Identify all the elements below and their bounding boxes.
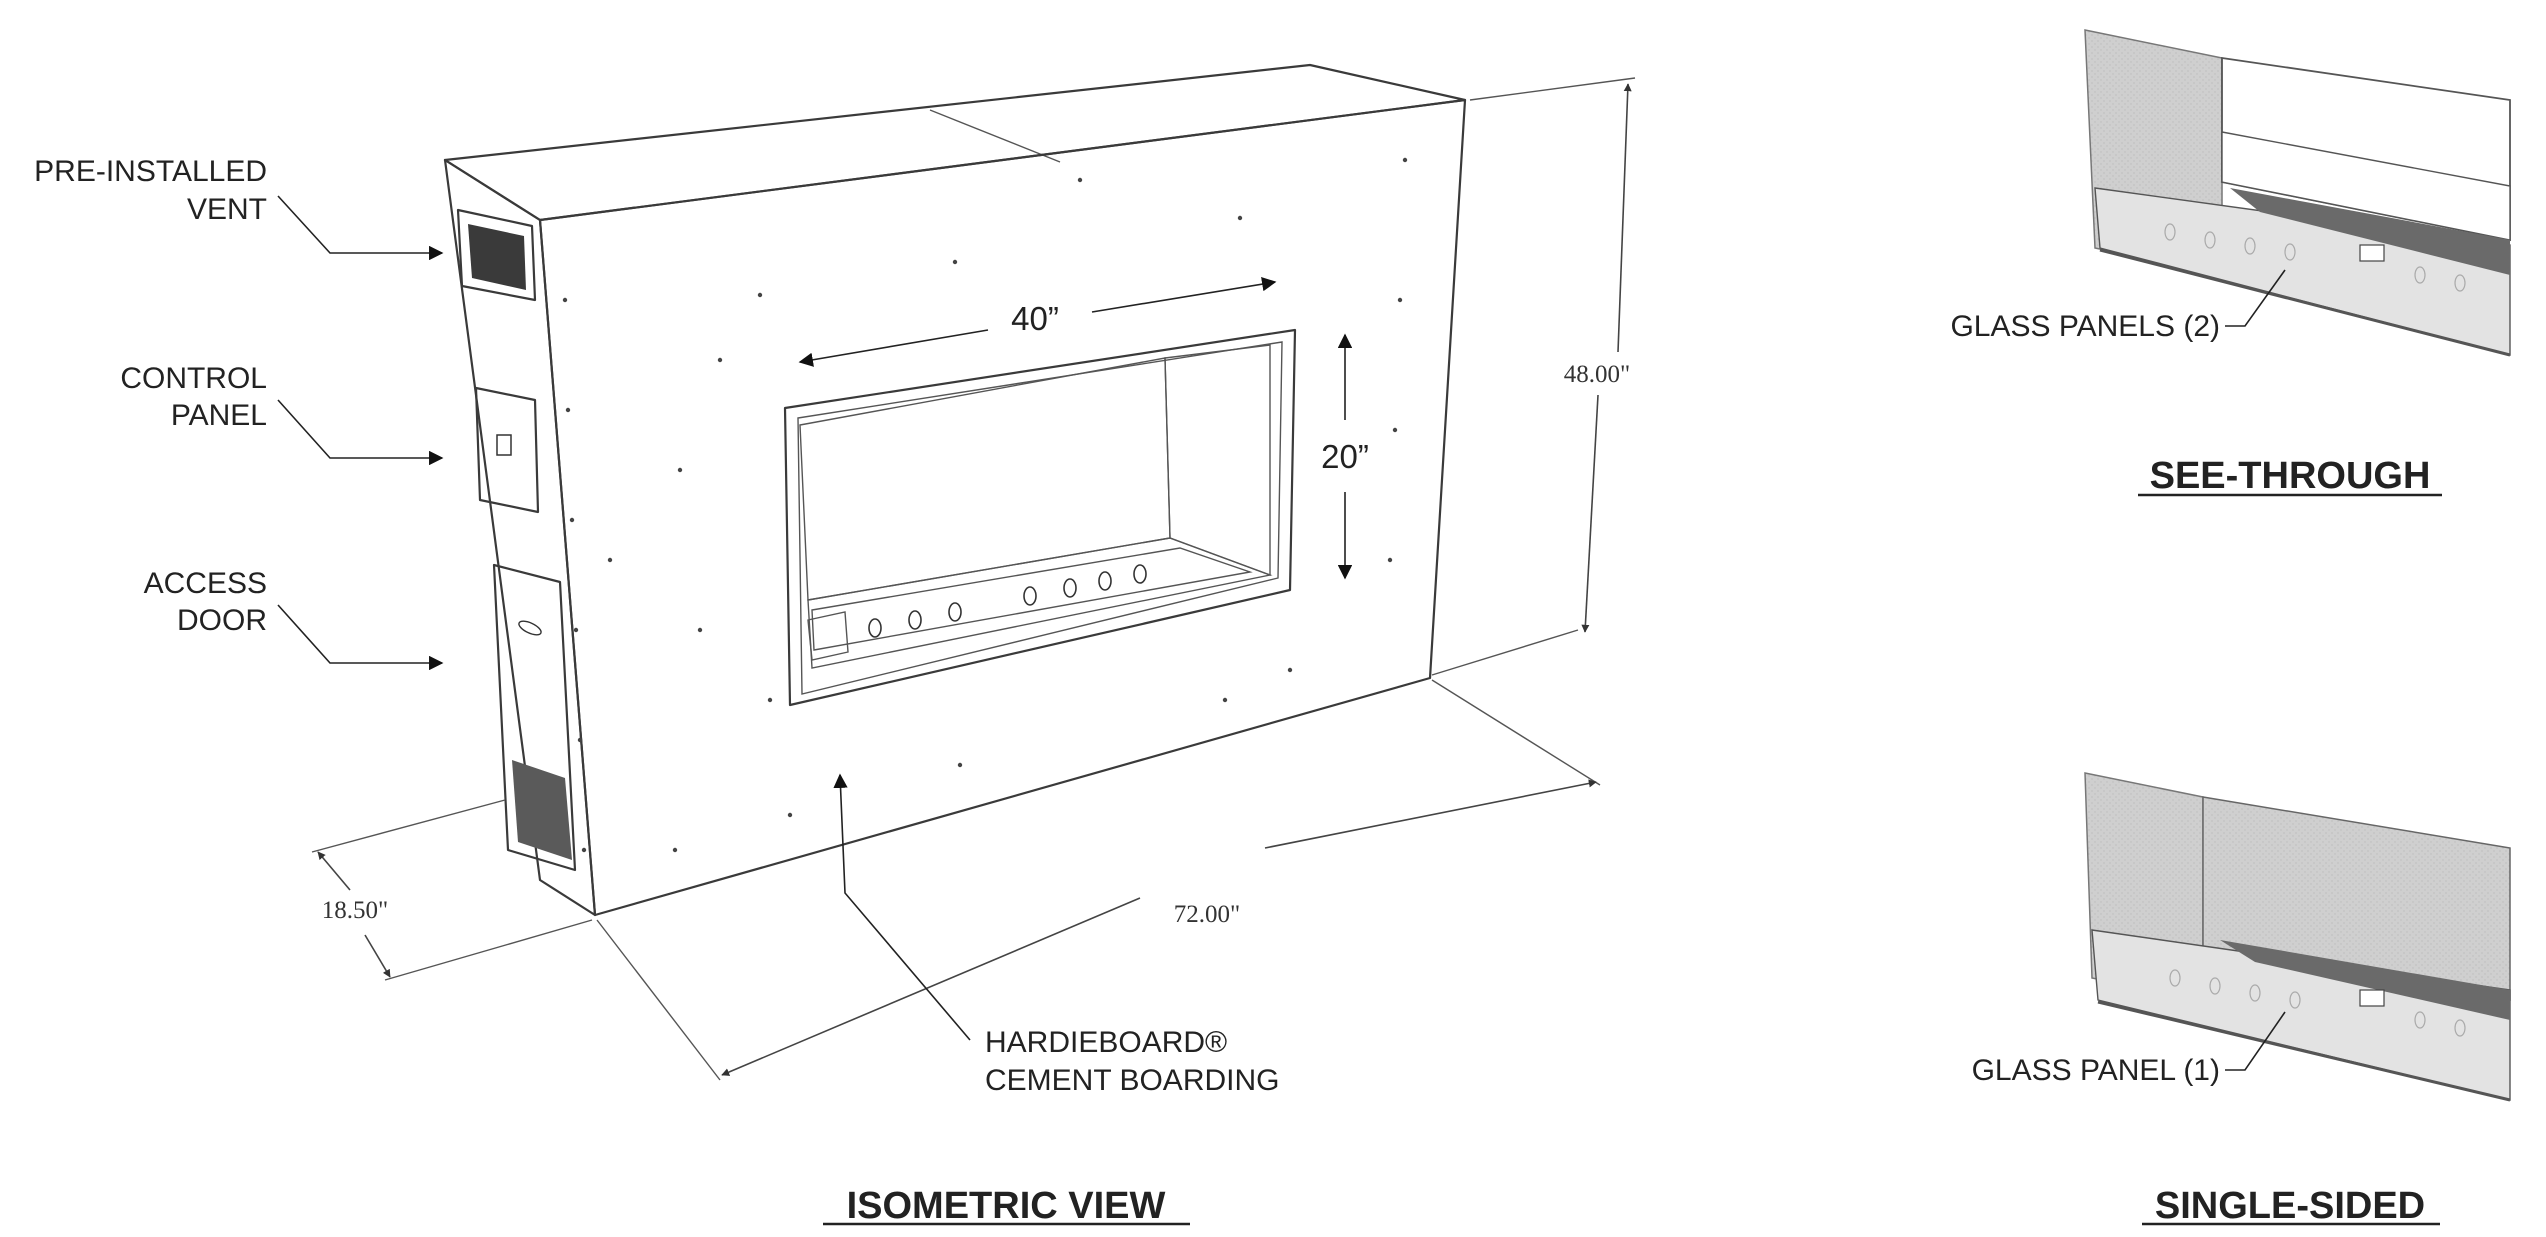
opening-width-dimension: 40” [798, 276, 1277, 367]
access-door [492, 563, 577, 872]
unit-height-dimension: 48.00" [1431, 77, 1636, 676]
see-through-glass-label: GLASS PANELS (2) [1950, 310, 2220, 343]
fastener-dots [562, 157, 1408, 853]
see-through-detail: GLASS PANELS (2) SEE-THROUGH [1950, 29, 2511, 497]
burner-holes [868, 564, 1147, 638]
board-label-line2: CEMENT BOARDING [985, 1064, 1279, 1097]
isometric-unit [443, 63, 1467, 917]
vent-label-line2: VENT [187, 193, 267, 226]
unit-front-face [538, 98, 1467, 917]
unit-height-label: 48.00" [1564, 361, 1630, 388]
unit-width-label: 72.00" [1174, 901, 1240, 928]
control-panel [474, 386, 540, 514]
pre-installed-vent [456, 208, 537, 302]
see-through-title: SEE-THROUGH [2150, 455, 2431, 497]
single-sided-title: SINGLE-SIDED [2155, 1185, 2425, 1227]
control-callout: CONTROL PANEL [120, 362, 444, 466]
unit-depth-label: 18.50" [322, 897, 388, 924]
single-sided-glass-label: GLASS PANEL (1) [1972, 1054, 2220, 1087]
control-label-line1: CONTROL [120, 362, 267, 395]
vent-callout: PRE-INSTALLED VENT [34, 155, 444, 261]
unit-depth-dimension: 18.50" [311, 799, 593, 981]
access-callout: ACCESS DOOR [144, 567, 444, 671]
isometric-title: ISOMETRIC VIEW [823, 1185, 1190, 1227]
vent-label-line1: PRE-INSTALLED [34, 155, 267, 188]
access-label-line1: ACCESS [144, 567, 267, 600]
unit-top [443, 63, 1467, 222]
opening-height-dimension: 20” [1321, 333, 1369, 580]
single-sided-detail: GLASS PANEL (1) SINGLE-SIDED [1972, 772, 2511, 1227]
board-label-line1: HARDIEBOARD® [985, 1026, 1227, 1059]
control-label-line2: PANEL [171, 399, 267, 432]
unit-width-dimension: 72.00" [596, 679, 1601, 1081]
opening-width-label: 40” [1011, 300, 1059, 337]
access-label-line2: DOOR [177, 604, 267, 637]
opening-height-label: 20” [1321, 438, 1369, 475]
firebox-opening [783, 328, 1297, 707]
board-callout: HARDIEBOARD® CEMENT BOARDING [833, 773, 1279, 1097]
isometric-view-title: ISOMETRIC VIEW [847, 1185, 1166, 1227]
